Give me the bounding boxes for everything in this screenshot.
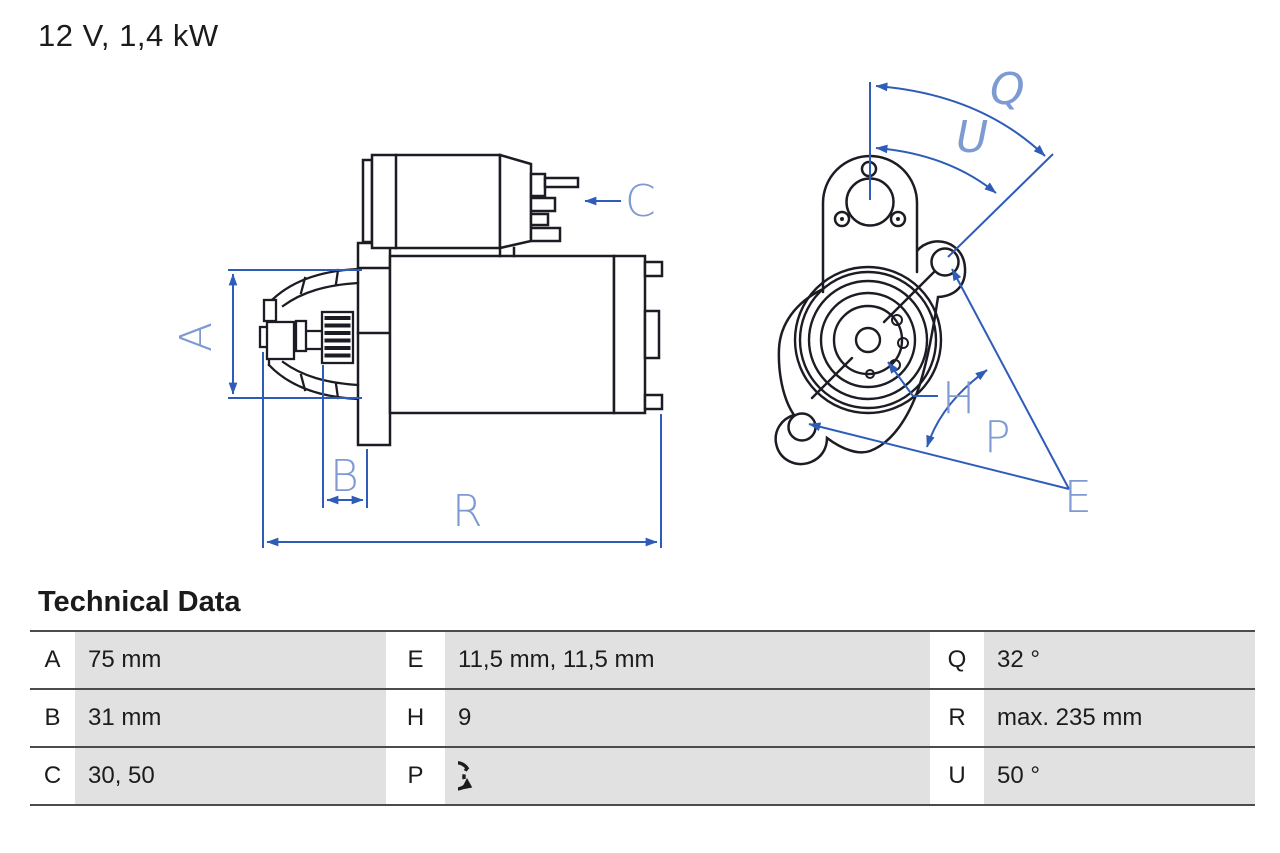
dimension-label-h: H — [942, 373, 975, 424]
dimension-label-c: C — [625, 176, 656, 227]
table-row: A 75 mm E 11,5 mm, 11,5 mm Q 32 ° — [30, 632, 1255, 690]
table-row: C 30, 50 P U 50 ° — [30, 748, 1255, 806]
param-key: C — [30, 748, 75, 804]
bolt-hole-bottom-left — [787, 412, 817, 442]
bearing-circles — [793, 265, 943, 415]
param-key: H — [386, 690, 445, 746]
param-key: R — [930, 690, 984, 746]
dimension-e-line-1 — [951, 268, 1070, 490]
angle-reference-line — [947, 153, 1054, 258]
dimension-p-arc — [926, 369, 988, 448]
dimension-label-b: B — [330, 451, 359, 502]
dimension-q-arc — [875, 82, 1046, 157]
param-key: P — [386, 748, 445, 804]
dimension-e-line-2 — [808, 422, 1070, 490]
tab-hole-left — [833, 210, 851, 228]
param-value: 50 ° — [984, 748, 1255, 804]
param-key: A — [30, 632, 75, 688]
param-key: E — [386, 632, 445, 688]
technical-data-heading: Technical Data — [38, 586, 241, 618]
param-key: Q — [930, 632, 984, 688]
param-value: 9 — [445, 690, 930, 746]
param-key: U — [930, 748, 984, 804]
param-value: 32 ° — [984, 632, 1255, 688]
side-view — [258, 153, 664, 447]
param-value: 30, 50 — [75, 748, 386, 804]
dimension-u-arc — [875, 144, 997, 194]
param-value: 75 mm — [75, 632, 386, 688]
side-view-dimension-labels: A B R C — [171, 176, 656, 537]
end-cap — [612, 254, 664, 415]
mounting-flange-side — [356, 241, 392, 447]
table-row: B 31 mm H 9 R max. 235 mm — [30, 690, 1255, 748]
page-title: 12 V, 1,4 kW — [38, 18, 219, 53]
param-key: B — [30, 690, 75, 746]
dimension-label-a: A — [171, 322, 222, 352]
front-view-dimension-labels: Q U H P E — [942, 64, 1092, 523]
solenoid-terminals — [529, 172, 580, 243]
dimension-a — [228, 269, 362, 399]
dimension-r — [262, 352, 662, 548]
param-value-icon — [445, 748, 930, 804]
rotation-direction-icon — [458, 761, 473, 791]
front-view — [774, 154, 967, 466]
dimension-label-u: U — [956, 112, 988, 163]
front-view-dimensions — [808, 82, 1070, 490]
dimension-b — [322, 365, 368, 508]
dimension-label-q: Q — [990, 64, 1025, 115]
technical-drawing: A B R C — [171, 64, 1092, 548]
pinion-assembly — [258, 310, 355, 365]
dimension-label-p: P — [984, 412, 1011, 463]
dimension-label-r: R — [452, 486, 483, 537]
side-view-dimensions — [228, 196, 662, 548]
param-value: max. 235 mm — [984, 690, 1255, 746]
dimension-h-arrow — [887, 361, 914, 397]
solenoid — [361, 153, 580, 250]
param-value: 11,5 mm, 11,5 mm — [445, 632, 930, 688]
param-value: 31 mm — [75, 690, 386, 746]
technical-data-table: A 75 mm E 11,5 mm, 11,5 mm Q 32 ° B 31 m… — [30, 630, 1255, 806]
motor-body — [388, 246, 616, 415]
tab-hole-right — [889, 210, 907, 228]
dimension-label-e: E — [1064, 472, 1092, 523]
bolt-hole-top-right — [930, 247, 960, 277]
gear-teeth — [324, 316, 351, 358]
